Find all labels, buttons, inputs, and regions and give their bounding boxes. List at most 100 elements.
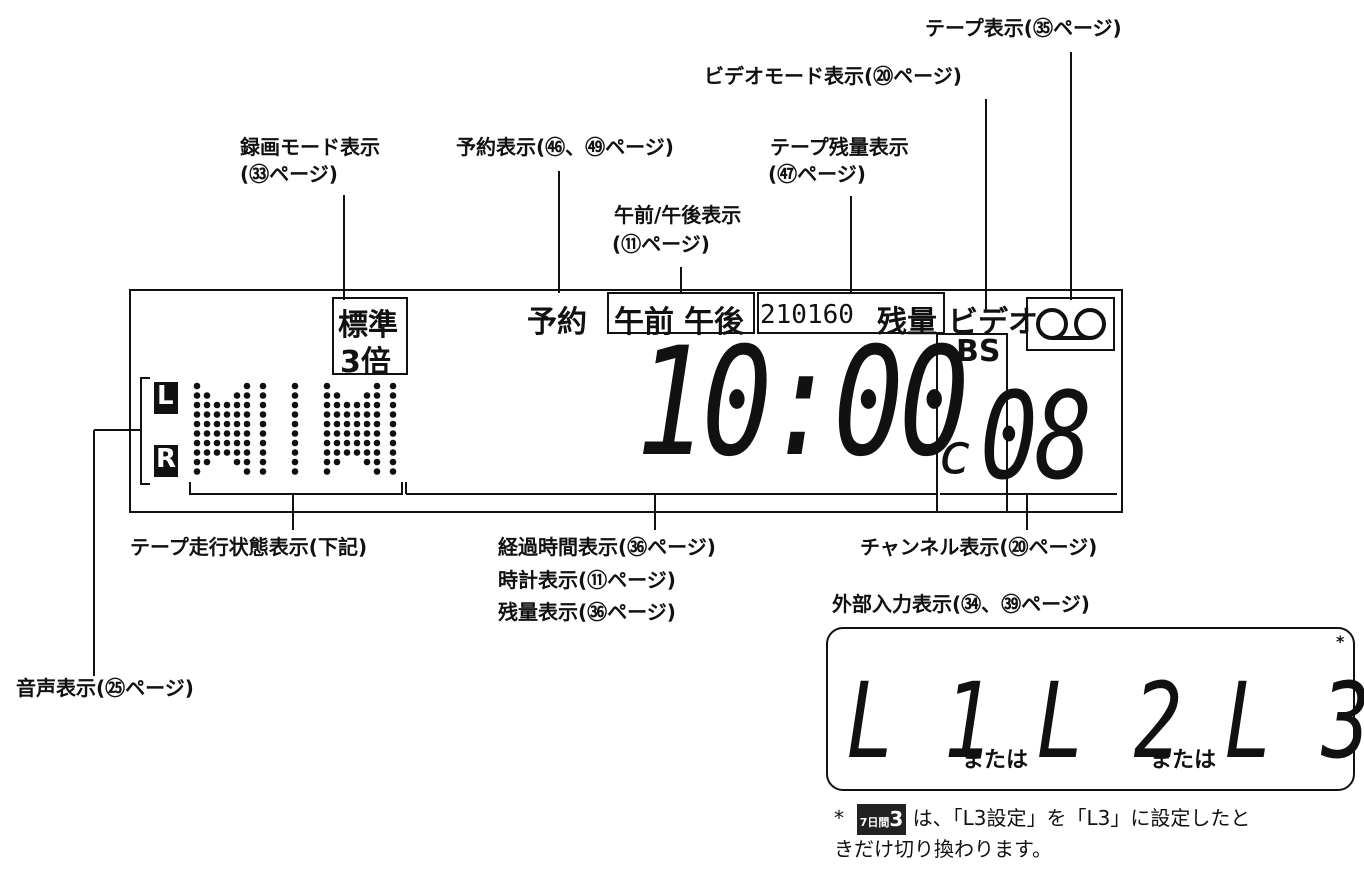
lr-bracket (140, 377, 150, 485)
status-dot (243, 468, 251, 475)
status-dot (389, 430, 397, 437)
status-dot (373, 401, 381, 409)
status-dot (193, 382, 201, 390)
remaining-callout: 残量表示(㊱ページ) (498, 600, 676, 624)
status-dot (259, 392, 267, 399)
status-dot (323, 420, 331, 428)
video-indicator: ビデオ (948, 305, 1038, 340)
ampm-callout-line2: (⑪ページ) (612, 232, 710, 256)
status-dot (193, 468, 201, 475)
ampm-callout-line1: 午前/午後表示 (614, 203, 742, 227)
status-dot (203, 430, 211, 437)
footnote-star: * (834, 806, 844, 830)
status-dot (363, 430, 371, 437)
status-dot (343, 420, 351, 428)
status-dot (389, 392, 397, 399)
status-dot (259, 382, 267, 390)
status-dot (213, 449, 221, 456)
status-dot (259, 468, 267, 475)
status-dot (243, 449, 251, 456)
status-dot (243, 420, 251, 428)
status-dot (363, 420, 371, 428)
footnote: * 7日間3 は、「L3設定」を「L3」に設定したと きだけ切り換わります。 (834, 804, 1250, 864)
status-dot (291, 439, 299, 447)
status-dot (353, 449, 361, 456)
rec-mode-box (332, 297, 408, 375)
video-mode-callout: ビデオモード表示(⑳ページ) (704, 64, 962, 88)
audio-callout: 音声表示(㉕ページ) (16, 676, 194, 700)
tape-box (1026, 297, 1115, 351)
status-dot (203, 392, 211, 399)
tape-reels-icon (1036, 308, 1106, 340)
status-dot (259, 401, 267, 409)
tape-remain-callout-line1: テープ残量表示 (770, 135, 909, 159)
status-dot (389, 382, 397, 390)
status-dot (223, 439, 231, 447)
status-dot (203, 458, 211, 466)
status-dot (213, 401, 221, 409)
status-dot (203, 439, 211, 447)
status-dot (333, 420, 341, 428)
status-dot (373, 392, 381, 399)
status-dot (389, 401, 397, 409)
status-dot (353, 430, 361, 437)
status-dot (363, 401, 371, 409)
leader-lines (93, 52, 1072, 676)
status-dot (243, 411, 251, 418)
status-dot (323, 458, 331, 466)
right-channel-indicator: R (156, 444, 177, 474)
status-dot (353, 411, 361, 418)
status-dot (333, 449, 341, 456)
status-dot (243, 430, 251, 437)
status-dot (373, 420, 381, 428)
ext-or-2: または (1150, 748, 1217, 773)
status-dot (373, 430, 381, 437)
status-dot (193, 420, 201, 428)
status-dot (193, 392, 201, 399)
status-dot (233, 401, 241, 409)
channel-digits: 08 (980, 368, 1092, 507)
left-channel-indicator: L (157, 381, 174, 411)
status-dot (223, 411, 231, 418)
footnote-mark: 7日間3 (856, 804, 907, 835)
r-box (154, 445, 178, 477)
pm-indicator: 午後 (684, 305, 744, 340)
status-dot (343, 439, 351, 447)
status-dot (363, 439, 371, 447)
status-dot (291, 430, 299, 437)
status-dot (353, 420, 361, 428)
status-dot (223, 430, 231, 437)
status-dot (389, 468, 397, 475)
status-dot (243, 392, 251, 399)
tape-status-dots (193, 382, 397, 475)
status-dot (373, 449, 381, 456)
status-dot (373, 468, 381, 475)
status-dot (193, 449, 201, 456)
status-dot (343, 449, 351, 456)
status-dot (373, 458, 381, 466)
status-dot (213, 430, 221, 437)
status-dot (233, 449, 241, 456)
status-dot (243, 382, 251, 390)
status-dot (353, 401, 361, 409)
ext-input-callout: 外部入力表示(㉞、㊴ページ) (832, 592, 1090, 616)
status-dot (363, 392, 371, 399)
status-dot (323, 392, 331, 399)
status-dot (193, 430, 201, 437)
status-dot (333, 411, 341, 418)
status-dot (213, 439, 221, 447)
status-dot (291, 458, 299, 466)
status-dot (389, 439, 397, 447)
status-dot (363, 458, 371, 466)
status-dot (343, 401, 351, 409)
status-dot (223, 401, 231, 409)
status-dot (233, 458, 241, 466)
bs-indicator: BS (956, 334, 1001, 369)
footnote-text-line1: は、「L3設定」を「L3」に設定したと (912, 806, 1251, 830)
status-dot (243, 458, 251, 466)
status-dot (203, 449, 211, 456)
status-dot (259, 439, 267, 447)
status-dot (203, 420, 211, 428)
status-dot (259, 458, 267, 466)
status-dot (259, 449, 267, 456)
